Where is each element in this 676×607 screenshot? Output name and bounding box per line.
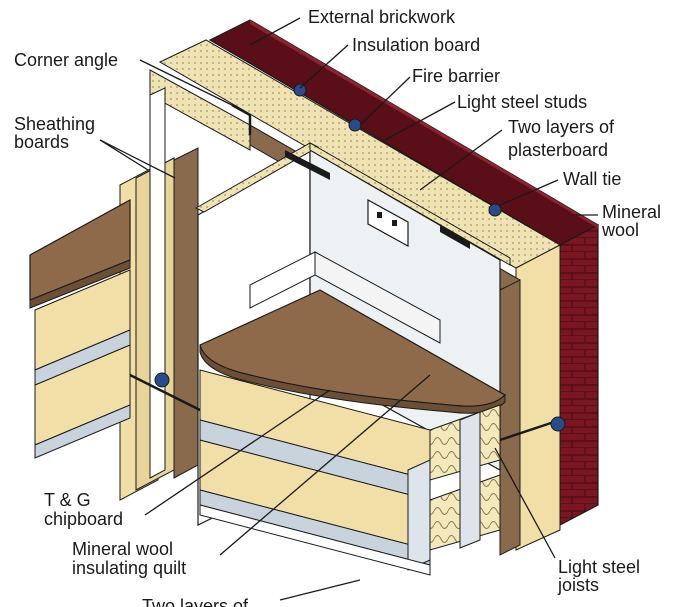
corner-angle <box>231 103 252 135</box>
wall-tie-icon <box>129 83 566 442</box>
label-sheathing-boards-2: boards <box>14 132 69 152</box>
label-light-steel-joists-2: joists <box>557 575 599 595</box>
skirting-board <box>249 251 441 344</box>
label-mineral-wool-2: wool <box>601 220 639 240</box>
tg-chipboard-upper <box>199 289 506 414</box>
label-mineral-wool-1: Mineral <box>602 202 661 222</box>
label-two-layers-plasterboard-2: plasterboard <box>508 140 608 160</box>
label-fire-barrier: Fire barrier <box>412 66 500 86</box>
label-light-steel-studs: Light steel studs <box>457 92 587 112</box>
sheathing-boards <box>119 69 251 501</box>
label-insulation-board: Insulation board <box>352 35 480 55</box>
label-mineral-wool-quilt-1: Mineral wool <box>72 539 173 559</box>
leader-lines <box>99 17 598 601</box>
label-tg-chipboard-1: T & G <box>44 490 91 510</box>
label-sheathing-boards-1: Sheathing <box>14 114 95 134</box>
light-steel-joists <box>34 329 481 571</box>
fire-barrier <box>285 150 470 249</box>
label-light-steel-joists-1: Light steel <box>558 557 640 577</box>
label-two-layers-plasterboard-1: Two layers of <box>508 117 615 137</box>
label-tg-chipboard-2: chipboard <box>44 509 123 529</box>
label-wall-tie: Wall tie <box>563 169 621 189</box>
mineral-wool-quilt <box>34 269 501 551</box>
power-socket-icon <box>367 198 409 248</box>
label-bottom-two-layers: Two layers of <box>142 596 249 607</box>
label-corner-angle: Corner angle <box>14 50 118 70</box>
tg-chipboard-lower <box>29 198 131 309</box>
label-mineral-wool-quilt-2: insulating quilt <box>72 558 186 578</box>
labels: External brickwork Insulation board Fire… <box>14 7 661 607</box>
label-external-brickwork: External brickwork <box>308 7 456 27</box>
external-brickwork <box>208 19 600 526</box>
